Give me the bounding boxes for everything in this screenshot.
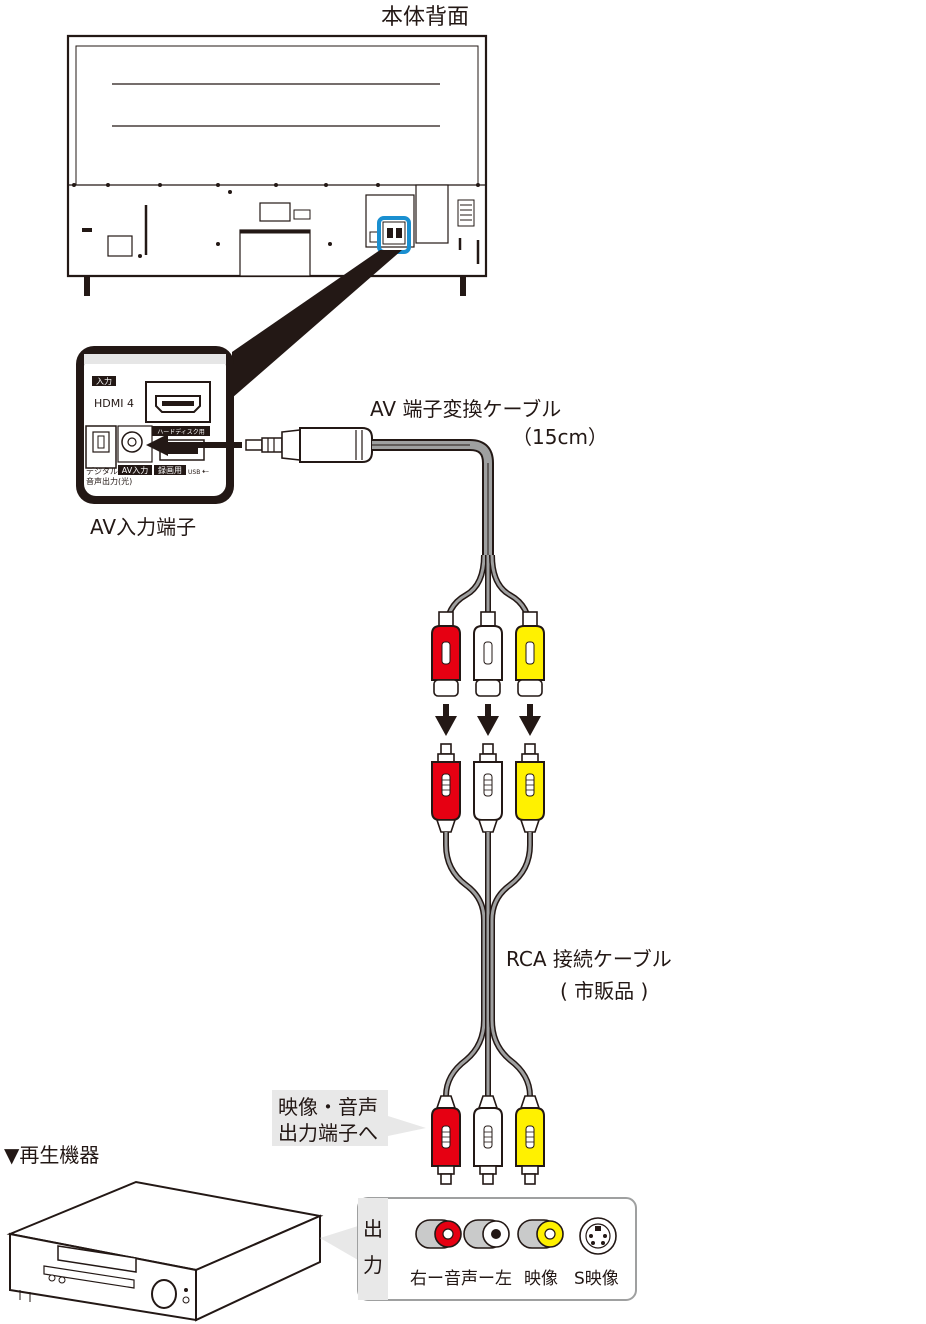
jack-audio-right-red [415, 1219, 462, 1249]
terminal-panel: 入力 HDMI 4 デジタル 音声出力(光) AV入力 ハードディスク用 録画用… [76, 346, 234, 504]
panel-digital-1: デジタル [86, 466, 118, 476]
rca-cable-label: RCA 接続ケーブル [506, 947, 672, 971]
jack-audio-left-white [463, 1219, 510, 1249]
rca-cable-market: ( 市販品 ) [560, 979, 648, 1003]
callout-line-2: 出力端子へ [278, 1121, 378, 1145]
rca-plug-top-yellow [515, 743, 545, 833]
output-jack-panel: 出 力 右ー音声ー左 映像 [320, 1197, 637, 1301]
tv-back-illustration [66, 34, 488, 296]
rca-plug-bottom-red [431, 1095, 461, 1185]
panel-digital-2: 音声出力(光) [86, 476, 132, 486]
panel-input-label: 入力 [96, 376, 112, 386]
rca-plug-bottom-white [473, 1095, 503, 1185]
av-cable-jack-red [431, 611, 461, 697]
output-callout: 映像・音声 出力端子へ [272, 1090, 426, 1146]
av-input-terminal-label: AV入力端子 [90, 515, 196, 539]
zoom-wedge [232, 250, 402, 398]
player-label: ▼再生機器 [4, 1143, 99, 1167]
panel-av-in-label: AV入力 [122, 465, 148, 475]
panel-usb-label: USB [188, 469, 200, 476]
jack-video-label: 映像 [524, 1269, 558, 1289]
rca-plug-bottom-yellow [515, 1095, 545, 1185]
jack-svideo [579, 1217, 617, 1255]
player-device [6, 1180, 324, 1322]
arrow-white [477, 704, 499, 736]
arrow-yellow [519, 704, 541, 736]
rca-plug-top-red [431, 743, 461, 833]
av-cable-label: AV 端子変換ケーブル [370, 397, 561, 421]
av-conversion-cable [245, 427, 533, 633]
jack-svideo-label: S映像 [574, 1269, 619, 1289]
av-cable-jack-yellow [515, 611, 545, 697]
panel-hdd-label: ハードディスク用 [157, 428, 205, 436]
jack-video-yellow [517, 1219, 564, 1249]
jack-audio-label: 右ー音声ー左 [410, 1269, 512, 1289]
rca-cable [443, 832, 533, 1097]
callout-line-1: 映像・音声 [278, 1095, 378, 1119]
rca-plug-top-white [473, 743, 503, 833]
insert-arrow [146, 434, 242, 456]
tv-back-title: 本体背面 [381, 5, 469, 30]
arrow-red [435, 704, 457, 736]
output-char-2: 力 [363, 1253, 383, 1277]
output-char-1: 出 [363, 1217, 383, 1241]
usb-icon: ⇠ [202, 467, 209, 476]
av-cable-length: （15cm） [512, 425, 608, 449]
panel-hdmi4-label: HDMI 4 [94, 397, 134, 410]
panel-rec-label: 録画用 [158, 465, 182, 475]
av-cable-jack-white [473, 611, 503, 697]
